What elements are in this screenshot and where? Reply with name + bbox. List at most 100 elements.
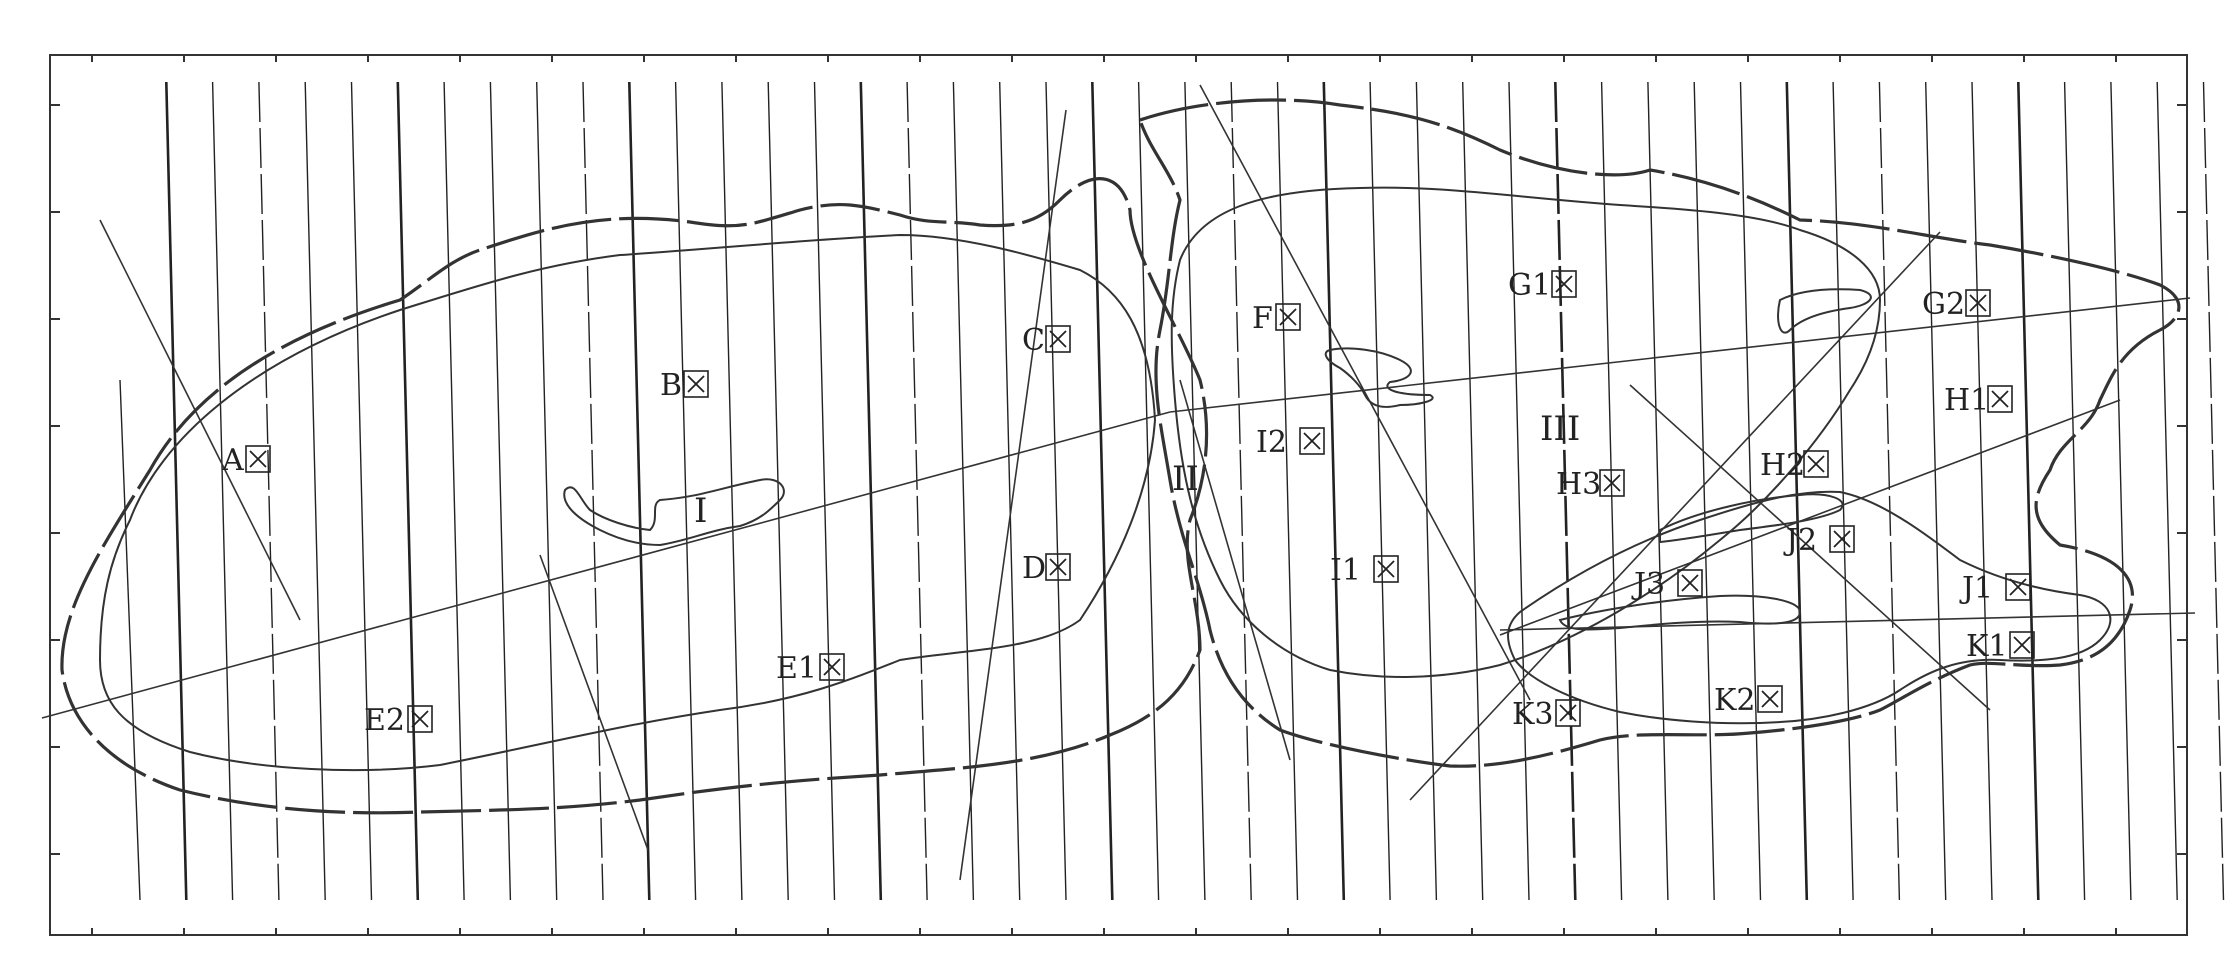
boxed-x-icon (1045, 325, 1071, 353)
area-k1-label: K1 (1966, 629, 2008, 664)
area-k2-label: K2 (1714, 683, 1756, 718)
area-h1-label: H1 (1944, 383, 1989, 418)
area-g1-label: G1 (1508, 268, 1551, 303)
boxed-x-icon (1677, 569, 1703, 597)
boxed-x-icon (1829, 525, 1855, 553)
island-ii (1324, 347, 1434, 408)
area-d: D (1022, 551, 1071, 586)
cross-line (1179, 379, 1291, 761)
survey-line (1600, 81, 1623, 901)
survey-line (721, 81, 743, 901)
area-h2-label: H2 (1760, 448, 1805, 483)
outer-boundary-east (1137, 98, 2181, 768)
survey-line (1647, 81, 1669, 901)
survey-line (258, 81, 280, 901)
area-e1-label: E1 (776, 651, 817, 686)
survey-line (1415, 81, 1438, 901)
survey-line (1369, 81, 1391, 901)
boxed-x-icon (1965, 289, 1991, 317)
cross-lines (41, 84, 2196, 881)
area-e2-label: E2 (364, 703, 405, 738)
cross-line (1199, 84, 1531, 701)
survey-line (2156, 81, 2178, 901)
survey-line (489, 81, 512, 901)
area-f-label: F (1252, 301, 1273, 336)
area-j3: J3 (1631, 567, 1703, 602)
survey-line (1045, 81, 1067, 901)
boxed-x-icon (1555, 699, 1581, 727)
survey-line (2202, 81, 2225, 901)
boxed-x-icon (2005, 573, 2031, 601)
boxed-x-icon (683, 370, 709, 398)
survey-line (1739, 81, 1762, 901)
survey-line (1785, 81, 1809, 901)
survey-line (304, 81, 326, 901)
boxed-x-icon (1987, 385, 2013, 413)
zone-label-ii: II (1172, 459, 1199, 499)
cross-line (1499, 399, 2121, 636)
area-c: C (1022, 323, 1071, 358)
survey-line (674, 81, 697, 901)
area-k3-label: K3 (1512, 697, 1554, 732)
cross-line (1629, 384, 1991, 711)
area-j3-label: J3 (1631, 567, 1665, 602)
area-j2: J2 (1783, 523, 1855, 558)
boxed-x-icon (1275, 303, 1301, 331)
area-e2: E2 (364, 703, 433, 738)
cross-line (1499, 612, 2196, 631)
survey-line (536, 81, 558, 901)
boxed-x-icon (1803, 450, 1829, 478)
survey-line (1322, 81, 1346, 901)
survey-line (1462, 81, 1484, 901)
boxed-x-icon (245, 445, 271, 473)
survey-line (396, 81, 420, 901)
frame-ticks (50, 55, 2187, 935)
area-h2: H2 (1760, 448, 1829, 483)
map-frame (49, 54, 2188, 936)
survey-line (767, 81, 789, 901)
area-a: A (221, 443, 271, 478)
area-a-label: A (221, 443, 244, 478)
survey-line (1137, 81, 1160, 901)
area-j1: J1 (1959, 571, 2031, 606)
area-j2-label: J2 (1783, 523, 1817, 558)
boxed-x-icon (407, 705, 433, 733)
area-g2: G2 (1922, 287, 1991, 322)
survey-line (813, 81, 836, 901)
survey-line (999, 81, 1021, 901)
cross-line (1169, 297, 2191, 413)
area-i1-label: I1 (1330, 553, 1361, 588)
area-b: B (660, 368, 709, 403)
area-b-label: B (660, 368, 682, 403)
survey-line (211, 81, 234, 901)
survey-line (952, 81, 975, 901)
survey-line (1832, 81, 1854, 901)
survey-line (1276, 81, 1299, 901)
survey-line (2063, 81, 2086, 901)
boxed-x-icon (1373, 555, 1399, 583)
area-k1: K1 (1966, 629, 2035, 664)
area-k3: K3 (1512, 697, 1581, 732)
island-j3 (1558, 594, 1802, 631)
boxed-x-icon (2009, 631, 2035, 659)
survey-line (1184, 81, 1206, 901)
area-f: F (1252, 301, 1301, 336)
area-i1: I1 (1330, 553, 1399, 588)
cross-line (959, 109, 1067, 881)
cross-line (41, 411, 1171, 719)
survey-line (1508, 81, 1530, 901)
outer-boundary-west (60, 177, 1209, 815)
inner-contour-west (98, 233, 1157, 772)
area-h3-label: H3 (1556, 467, 1601, 502)
area-h3: H3 (1556, 467, 1625, 502)
survey-line (1091, 81, 1114, 901)
survey-line (1693, 81, 1715, 901)
survey-line (1878, 81, 1901, 901)
area-h1: H1 (1944, 383, 2013, 418)
survey-lines (119, 81, 2225, 901)
area-d-label: D (1022, 551, 1046, 586)
survey-line (582, 81, 604, 901)
island-h2 (1659, 493, 1844, 544)
boxed-x-icon (1599, 469, 1625, 497)
area-j1-label: J1 (1959, 571, 1993, 606)
